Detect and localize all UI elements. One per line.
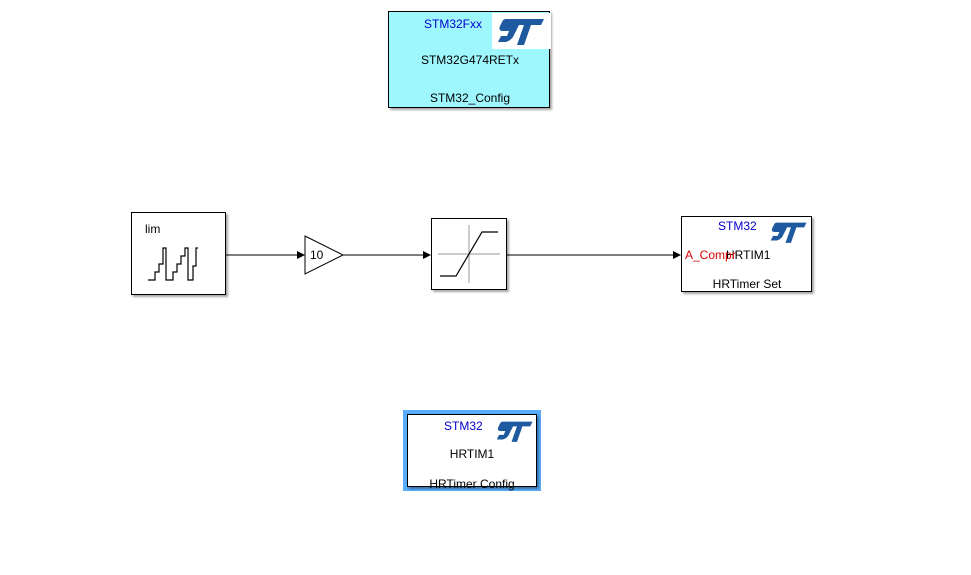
gain-value: 10: [310, 248, 324, 262]
hrtimer-config-name: HRTimer Config: [429, 477, 515, 491]
gain-triangle-icon[interactable]: [304, 235, 345, 275]
hrtimer-config-block[interactable]: STM32 HRTIM1 HRTimer Config: [403, 410, 541, 491]
hrtimer-set-name: HRTimer Set: [712, 277, 782, 291]
staircase-source-block[interactable]: lim: [131, 212, 226, 295]
staircase-signal-icon: [148, 247, 198, 281]
config-block-name: STM32_Config: [429, 91, 511, 105]
config-series-label: STM32Fxx: [424, 17, 483, 31]
st-logo-icon: [492, 13, 551, 49]
hrtimer-config-timer: HRTIM1: [449, 447, 495, 461]
st-logo-icon: [770, 222, 807, 243]
hrtimer-set-timer: HRTIM1: [726, 248, 771, 262]
saturation-icon: [438, 225, 500, 283]
stm32-config-block[interactable]: STM32Fxx STM32G474RETx STM32_Config: [388, 11, 551, 108]
config-part-number: STM32G474RETx: [420, 53, 520, 67]
source-label: lim: [145, 222, 161, 236]
hrtimer-config-inner: STM32 HRTIM1 HRTimer Config: [407, 414, 537, 491]
hrtimer-set-family: STM32: [718, 219, 757, 233]
st-logo-icon: [496, 421, 533, 442]
hrtimer-config-family: STM32: [444, 419, 483, 433]
hrtimer-set-block[interactable]: STM32 HRTIM1 A_Compr HRTimer Set: [681, 216, 812, 292]
input-port-label: A_Compr: [685, 248, 736, 262]
saturation-block[interactable]: [431, 218, 507, 290]
